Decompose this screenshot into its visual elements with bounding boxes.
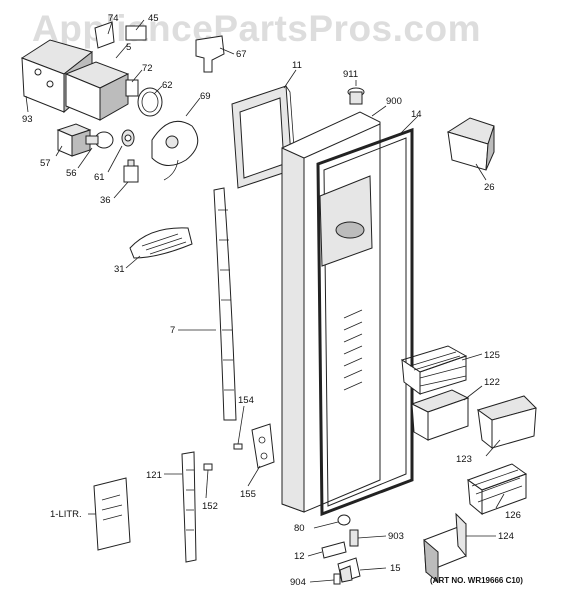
part-5-auger-motor-housing [64, 61, 130, 121]
part-57-solenoid [56, 123, 92, 157]
callout-904: 904 [290, 577, 306, 588]
callout-26: 26 [484, 182, 495, 193]
callout-69: 69 [200, 91, 211, 102]
callout-7: 7 [170, 325, 175, 336]
part-72-switch [125, 79, 139, 97]
callout-57: 57 [40, 158, 51, 169]
dispenser-recess [319, 175, 373, 391]
callout-labels: 74 45 5 67 72 62 93 69 57 56 61 36 11 91… [22, 13, 521, 588]
callout-45: 45 [148, 13, 159, 24]
callout-67: 67 [236, 49, 247, 60]
part-67-bracket [195, 35, 225, 73]
callout-61: 61 [94, 172, 105, 183]
part-12-bracket [321, 541, 347, 559]
callout-31: 31 [114, 264, 125, 275]
callout-911: 911 [343, 69, 358, 80]
part-45-bracket [125, 25, 147, 41]
callout-123: 123 [456, 454, 472, 465]
part-121-door-handle [181, 451, 197, 563]
callout-56: 56 [66, 168, 77, 179]
part-903-pin [349, 529, 359, 547]
part-80-roller [337, 514, 351, 526]
part-123-bin [476, 395, 537, 450]
callout-126: 126 [505, 510, 521, 521]
part-911-cap [347, 87, 365, 105]
part-1-litr-manual [93, 477, 131, 551]
art-number: (ART NO. WR19666 C10) [430, 576, 523, 585]
callout-125: 125 [484, 350, 500, 361]
callout-155: 155 [240, 489, 256, 500]
part-61-light-socket [121, 129, 135, 147]
part-69-fan-assembly [151, 120, 199, 181]
part-56-solenoid-plunger [85, 131, 114, 149]
callout-900: 900 [386, 96, 402, 107]
callout-62: 62 [162, 80, 173, 91]
part-124-bin [423, 512, 467, 584]
leader-lines [25, 19, 505, 583]
callout-36: 36 [100, 195, 111, 206]
part-152-screw [203, 463, 213, 471]
callout-72: 72 [142, 63, 153, 74]
part-15-hinge [337, 557, 361, 583]
callout-903: 903 [388, 531, 404, 542]
part-904-screw [333, 573, 341, 585]
part-36-switch [123, 159, 139, 183]
callout-14: 14 [411, 109, 422, 120]
callout-93: 93 [22, 114, 33, 125]
callout-74: 74 [108, 13, 119, 24]
part-154-screw [233, 443, 243, 450]
callout-11: 11 [292, 60, 302, 71]
part-7-handle-trim [213, 187, 237, 421]
callout-121: 121 [146, 470, 162, 481]
part-125-wire-basket [400, 345, 468, 395]
part-122-bin [410, 389, 470, 441]
part-155-hinge [251, 423, 275, 469]
callout-80: 80 [294, 523, 305, 534]
callout-12: 12 [294, 551, 305, 562]
callout-154: 154 [238, 395, 254, 406]
part-62-ring [137, 87, 163, 117]
part-26-bin [446, 117, 495, 171]
part-14-door-gasket [316, 127, 414, 517]
callout-5: 5 [126, 42, 131, 53]
callout-15: 15 [390, 563, 401, 574]
callout-152: 152 [202, 501, 218, 512]
callout-1-litr: 1-LITR. [50, 509, 82, 520]
part-31-ice-chute [129, 227, 193, 259]
part-900-door-assembly [281, 111, 381, 513]
part-11-dispenser-panel [231, 85, 297, 189]
callout-124: 124 [498, 531, 514, 542]
part-126-wire-basket [466, 463, 528, 516]
part-74-bracket [94, 21, 115, 49]
callout-122: 122 [484, 377, 500, 388]
